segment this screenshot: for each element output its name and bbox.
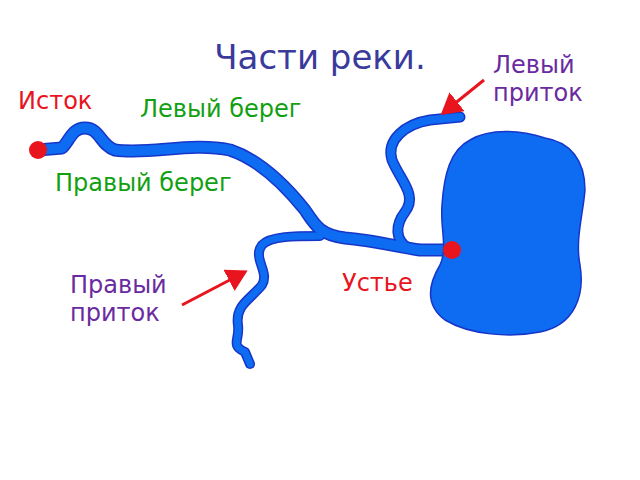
bank-label: Левый берег (140, 96, 301, 124)
bank-label: Правый берег (55, 170, 231, 198)
tributary-label: Левый приток (493, 52, 613, 107)
diagram-title: Части реки. (214, 38, 426, 77)
tributary-label: Правый приток (70, 272, 190, 327)
mouth-label: Устье (342, 270, 413, 298)
source-label: Исток (18, 88, 92, 116)
